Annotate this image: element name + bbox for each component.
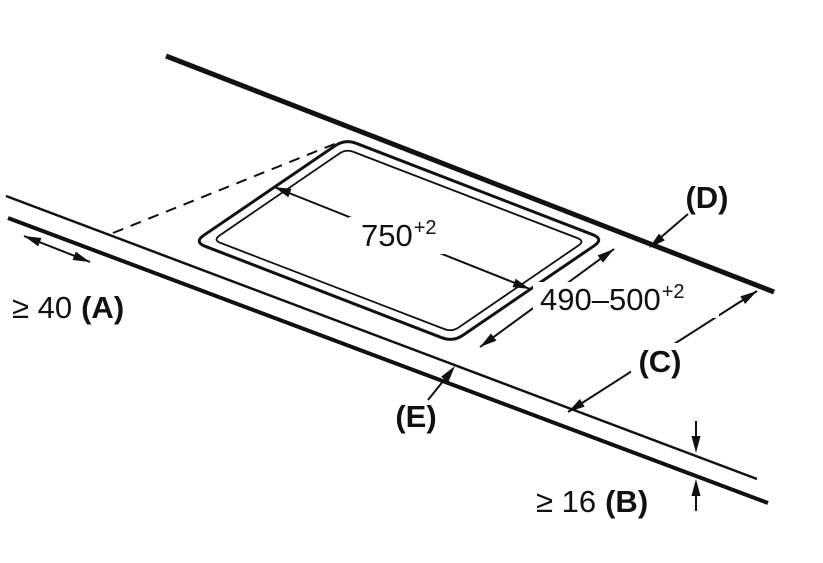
callout-c-label: (C) <box>638 344 681 379</box>
arrowhead-depth-upper-icon <box>597 249 614 263</box>
arrowhead-depth-lower-icon <box>480 333 497 347</box>
depth-text-mask <box>533 282 719 318</box>
callout-d-label: (D) <box>685 180 728 215</box>
arrowhead-e-icon <box>441 366 455 383</box>
arrowhead-c-upper-icon <box>740 291 757 304</box>
arrowhead-c-lower-icon <box>568 399 585 412</box>
arrowhead-width-right-icon <box>512 278 530 289</box>
cutout-outer-outline <box>197 140 601 341</box>
callout-c-text-mask <box>631 343 689 377</box>
arrowhead-d-icon <box>649 233 665 248</box>
arrowhead-clearance-right-icon <box>72 251 90 262</box>
cutout-width-dimension: 750+2 <box>361 217 437 253</box>
worktop-rear-edge-line <box>165 53 775 295</box>
arrowhead-width-left-icon <box>274 187 292 198</box>
worktop-front-top-edge-line <box>5 194 758 481</box>
front-clearance-dimension: ≥ 40(A) <box>12 290 124 325</box>
width-text-mask <box>349 217 461 254</box>
arrowhead-thickness-lower-icon <box>691 479 701 496</box>
worktop-thickness-dimension: ≥ 16(B) <box>536 484 648 519</box>
worktop-front-bottom-edge-line <box>7 216 769 505</box>
arrowhead-thickness-upper-icon <box>691 436 701 453</box>
callout-e-label: (E) <box>395 399 436 434</box>
cutout-inner-outline <box>215 149 583 332</box>
arrowhead-clearance-left-icon <box>24 236 42 247</box>
hidden-projection-dashed-line <box>112 140 343 234</box>
cutout-depth-dimension: 490–500+2 <box>540 281 685 317</box>
